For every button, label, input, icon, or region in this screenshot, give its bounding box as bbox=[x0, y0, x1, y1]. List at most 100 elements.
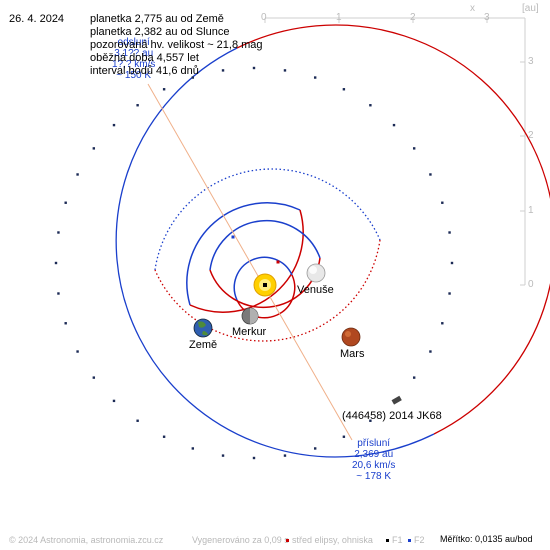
aphelion-annotation: odsluní 3,1?? au 1?,? km/s ~ 150 K bbox=[112, 37, 155, 81]
orbit-point bbox=[441, 201, 444, 204]
orbit-point bbox=[136, 104, 139, 107]
earth bbox=[193, 318, 213, 338]
orbit-point bbox=[448, 231, 451, 234]
legend-center-text: střed elipsy, ohniska bbox=[292, 535, 373, 545]
y-tick-2: 2 bbox=[528, 130, 534, 141]
y-tick-0: 0 bbox=[528, 279, 534, 290]
apsides-line bbox=[147, 83, 353, 441]
orbit-point bbox=[448, 292, 451, 295]
info-distance-earth: planetka 2,775 au od Země bbox=[90, 13, 224, 25]
orbit-point bbox=[342, 435, 346, 438]
asteroid-label: (446458) 2014 JK68 bbox=[342, 410, 442, 422]
mars bbox=[341, 327, 361, 347]
orbit-point bbox=[64, 322, 67, 325]
orbit-point bbox=[92, 147, 96, 150]
info-magnitude: pozorovaná hv. velikost ~ 21,8 mag bbox=[90, 39, 263, 51]
legend-f1-dot bbox=[386, 539, 389, 543]
asteroid-marker bbox=[391, 395, 402, 405]
mars-label: Mars bbox=[340, 348, 365, 360]
orbit-point bbox=[342, 88, 346, 91]
orbit-point bbox=[76, 350, 79, 353]
sun bbox=[253, 273, 277, 297]
info-distance-sun: planetka 2,382 au od Slunce bbox=[90, 26, 230, 38]
orbit-point bbox=[54, 261, 58, 265]
focus-point bbox=[231, 235, 235, 239]
asteroid-orbit-perihelion-arc bbox=[236, 24, 550, 435]
footer-legend-f2: F2 bbox=[408, 535, 425, 545]
footer-copyright: © 2024 Astronomia, astronomia.zcu.cz bbox=[9, 535, 164, 545]
mercury-label: Merkur bbox=[232, 326, 267, 338]
orbit-point bbox=[136, 419, 139, 422]
orbit-point bbox=[283, 69, 287, 72]
footer-legend-f1: F1 bbox=[386, 535, 403, 545]
orbit-point bbox=[64, 201, 67, 204]
earth-orbit-near-arc bbox=[189, 209, 304, 313]
earth-label: Země bbox=[189, 339, 218, 351]
mercury bbox=[241, 307, 259, 325]
venus-orbit-far-arc bbox=[209, 219, 321, 271]
x-tick-0: 0 bbox=[261, 12, 267, 23]
aphelion-temperature: ~ 150 K bbox=[116, 70, 152, 81]
orbit-point bbox=[162, 435, 166, 438]
info-block: planetka 2,775 au od Země planetka 2,382… bbox=[90, 13, 263, 78]
perihelion-label: přísluní bbox=[357, 438, 391, 449]
orbit-point bbox=[412, 147, 416, 150]
orbit-point bbox=[313, 76, 317, 79]
x-tick-3: 3 bbox=[484, 12, 490, 23]
orbit-point bbox=[57, 292, 60, 295]
mercury-orbit-far-arc bbox=[233, 256, 293, 301]
orbit-point bbox=[76, 173, 79, 176]
x-tick-1: 1 bbox=[336, 12, 342, 23]
orbit-point bbox=[283, 454, 287, 457]
orbit-point bbox=[429, 350, 432, 353]
mars-orbit-far-arc bbox=[154, 168, 381, 271]
orbit-point bbox=[429, 173, 432, 176]
mars-orbit-near-arc bbox=[154, 239, 381, 342]
orbit-point bbox=[112, 399, 116, 403]
orbit-point bbox=[450, 261, 454, 265]
footer-scale: Měřítko: 0,0135 au/bod bbox=[440, 534, 533, 544]
orbit-interval-points bbox=[54, 66, 454, 460]
perihelion-distance: 2,369 au bbox=[354, 449, 394, 460]
earth-orbit-far-arc bbox=[186, 202, 301, 306]
orbit-point bbox=[57, 231, 60, 234]
venus-label: Venuše bbox=[297, 284, 334, 296]
orbit-point bbox=[221, 69, 225, 72]
perihelion-temperature: ~ 178 K bbox=[356, 471, 392, 482]
perihelion-annotation: přísluní 2,369 au 20,6 km/s ~ 178 K bbox=[352, 438, 395, 482]
axis-unit: [au] bbox=[522, 3, 539, 14]
focus-point bbox=[276, 260, 280, 264]
footer-legend-center: střed elipsy, ohniska bbox=[286, 535, 373, 545]
y-tick-1: 1 bbox=[528, 205, 534, 216]
orbit-point bbox=[92, 376, 96, 379]
orbit-point bbox=[412, 376, 416, 379]
perihelion-speed: 20,6 km/s bbox=[352, 460, 396, 471]
y-tick-3: 3 bbox=[528, 56, 534, 67]
aphelion-label: odsluní bbox=[117, 37, 150, 48]
footer-generated: Vygenerováno za 0,09 s bbox=[192, 535, 289, 545]
asteroid-orbit-aphelion-arc bbox=[115, 47, 435, 458]
orbit-point bbox=[112, 123, 116, 127]
axis-frame bbox=[265, 17, 526, 285]
info-interval: interval bodů 41,6 dnů bbox=[90, 65, 199, 77]
legend-f2-text: F2 bbox=[414, 535, 425, 545]
orbit-point bbox=[313, 447, 317, 450]
legend-f1-text: F1 bbox=[392, 535, 403, 545]
info-period: oběžná doba 4,557 let bbox=[90, 52, 199, 64]
legend-center-dot bbox=[286, 539, 289, 543]
orbit-point bbox=[162, 88, 166, 91]
x-tick-2: 2 bbox=[410, 12, 416, 23]
x-axis-letter: x bbox=[470, 3, 475, 14]
orbit-point bbox=[441, 322, 444, 325]
venus bbox=[306, 263, 326, 283]
orbit-point bbox=[369, 104, 372, 107]
orbit-point bbox=[252, 66, 256, 70]
orbit-point bbox=[392, 123, 396, 127]
aphelion-distance: 3,1?? au bbox=[114, 48, 154, 59]
axis-ticks bbox=[264, 18, 525, 286]
orbit-point bbox=[252, 456, 256, 460]
orbit-point bbox=[369, 419, 372, 422]
observation-date: 26. 4. 2024 bbox=[9, 13, 65, 25]
